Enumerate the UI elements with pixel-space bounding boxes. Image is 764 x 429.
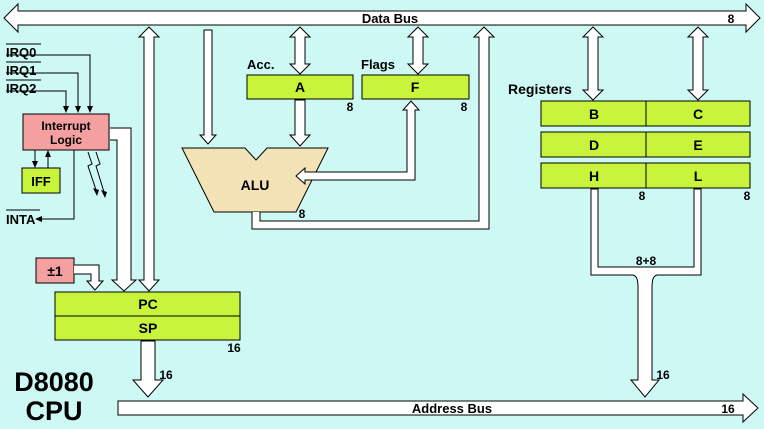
data-bus-width: 8 [728,12,735,26]
alu-to-flags-arrow [295,100,421,186]
register-l-width: 8 [744,189,751,203]
register-file [540,100,751,189]
iff-box [21,167,61,194]
irq2-label: IRQ2 [6,81,36,96]
incdec-arrow [74,264,105,291]
register-c-label: C [693,106,703,122]
registers-caption: Registers [508,81,572,97]
pc-label: PC [138,296,157,312]
sp-register [54,315,241,341]
register-h-width: 8 [639,189,646,203]
pc-register [54,291,241,317]
address-bus-label: Address Bus [412,401,492,416]
irq1-label: IRQ1 [6,63,36,78]
alu-shape [181,147,329,213]
pc-to-address-arrow [131,340,165,398]
pc-address-width: 16 [159,368,173,382]
databus-bc-low-arrow [686,26,710,101]
incdec-box [35,257,75,284]
interrupt-to-pc-arrow [110,127,138,292]
inta-line [42,150,75,220]
acc-alu-arrow [288,99,312,147]
irq0-label: IRQ0 [6,45,36,60]
interrupt-signal-icon [87,151,105,193]
address-bus-width: 16 [721,402,735,416]
alu-label: ALU [241,177,270,193]
cpu-title-line2: CPU [25,396,82,426]
interrupt-logic-label-2: Logic [50,133,82,147]
interrupt-logic-box [22,113,110,151]
iff-label: IFF [31,174,51,189]
register-h-label: H [589,168,599,184]
address-bus-arrow [117,392,759,424]
irq-inputs [6,43,91,106]
alu-width: 8 [299,207,306,221]
register-d-label: D [589,137,599,153]
data-bus-arrow [3,2,761,34]
register-l [645,162,751,189]
databus-bc-high-arrow [581,26,605,101]
alu-to-databus-arrow [251,26,496,230]
registers-to-address-arrow [590,188,702,398]
flags-register [361,74,470,100]
irq-arrowheads [63,106,93,113]
register-c [645,100,751,127]
pc-sp-width: 16 [227,341,241,355]
inta-label: INTA [6,212,36,227]
databus-alu-arrow [198,29,218,145]
data-bus-label: Data Bus [362,11,418,26]
register-e [645,131,751,158]
register-b-label: B [589,106,599,122]
flags-caption: Flags [361,57,395,72]
databus-pc-arrow [137,26,161,292]
incdec-label: ±1 [47,263,63,279]
register-e-label: E [693,137,702,153]
databus-flags-arrow [406,26,430,75]
sp-label: SP [139,320,158,336]
interrupt-logic-label-1: Interrupt [41,119,90,133]
iff-links [34,150,49,168]
register-l-label: L [694,168,703,184]
register-d [540,131,647,158]
acc-register [246,74,354,100]
flags-label: F [411,79,420,95]
cpu-title-line1: D8080 [14,367,94,397]
acc-caption: Acc. [247,57,274,72]
register-h [540,162,647,189]
databus-acc-arrow [288,26,312,75]
flags-width: 8 [461,100,468,114]
register-b [540,100,647,127]
register-address-width: 16 [656,368,670,382]
acc-label: A [295,79,305,95]
acc-width: 8 [347,100,354,114]
register-pair-width: 8+8 [636,254,657,268]
